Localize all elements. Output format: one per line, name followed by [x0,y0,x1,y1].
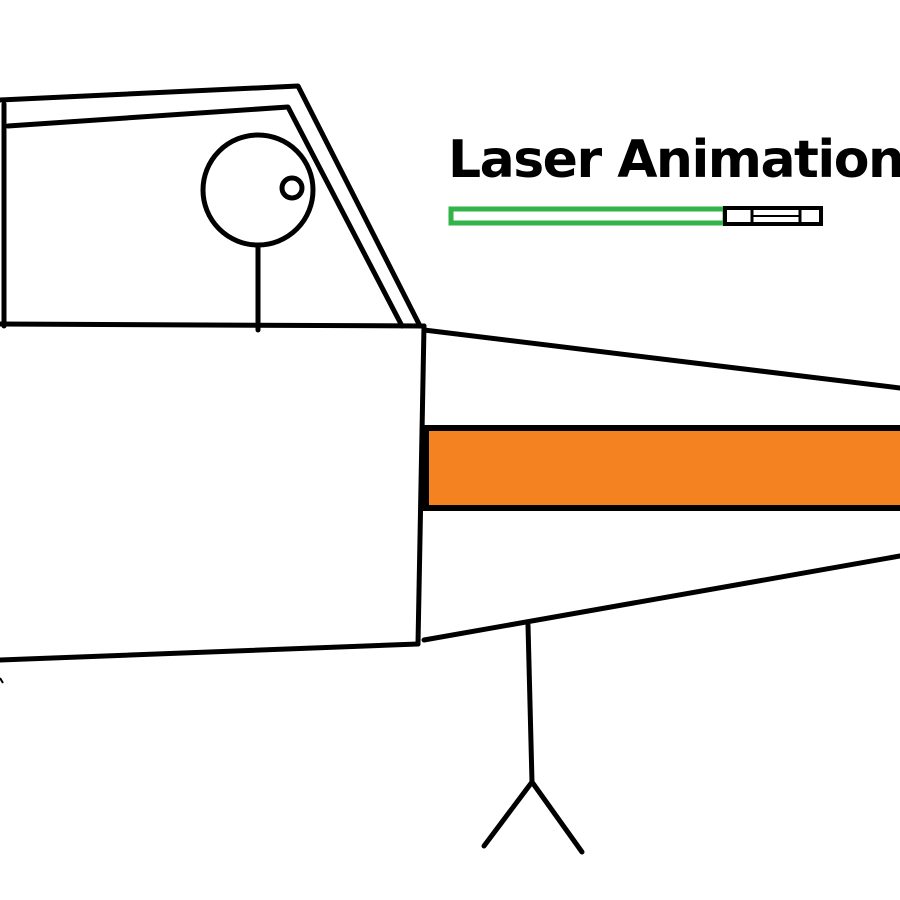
ship-nose [421,327,900,643]
canopy-outer-frame [0,83,423,329]
nose-bottom-edge [421,553,900,643]
landing-gear-strut [525,622,535,785]
landing-gear-left-foot [481,779,535,849]
body-front-edge [415,323,427,647]
orange-stripe [423,425,900,511]
landing-gear [481,622,585,855]
canopy-inner-frame [5,104,405,329]
laser-beam [448,206,728,226]
ship-body [0,321,427,663]
stray-mark [0,677,4,684]
pilot-figure [200,132,316,333]
pilot-eye [279,175,305,201]
title-text: Laser Animation [448,130,900,190]
nose-top-edge [421,327,900,391]
pilot-head [200,132,316,248]
laser-saber-icon [448,206,823,226]
cockpit-canopy [0,83,423,329]
body-top-edge [0,321,427,329]
body-bottom-edge [0,641,421,663]
landing-gear-right-foot [529,779,585,855]
